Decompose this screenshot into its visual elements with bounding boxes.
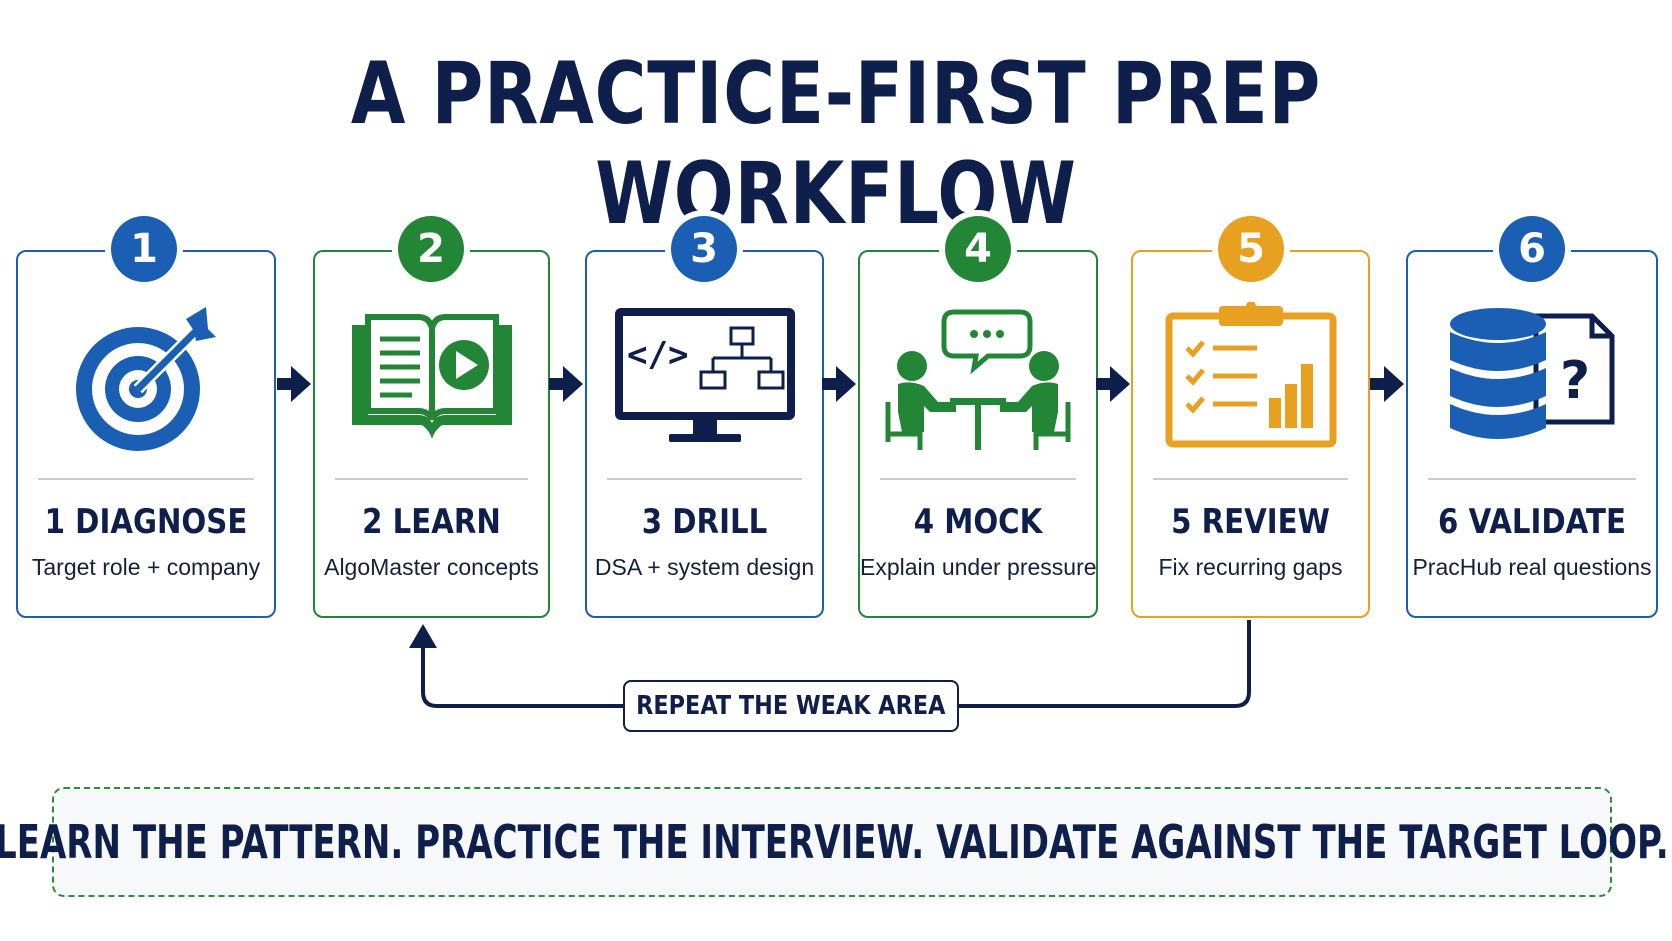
card-divider	[880, 478, 1076, 480]
card-divider	[1153, 478, 1348, 480]
step-number-badge: 5	[1218, 216, 1284, 282]
step-subtitle: Explain under pressure	[860, 554, 1097, 580]
arrow-right-icon	[822, 366, 856, 402]
step-subtitle: DSA + system design	[594, 554, 815, 580]
step-number-badge: 2	[398, 216, 464, 282]
arrow-right-icon	[1370, 366, 1404, 402]
step-title: 2 LEARN	[362, 502, 501, 542]
step-card-drill: </> 3 DRILL DSA + system design	[585, 250, 824, 618]
step-subtitle: Target role + company	[31, 554, 261, 580]
card-divider	[335, 478, 528, 480]
database-question-icon: ?	[1408, 292, 1656, 462]
step-title: 6 VALIDATE	[1438, 502, 1626, 542]
step-card-diagnose: 1 DIAGNOSE Target role + company	[16, 250, 276, 618]
arrow-right-icon	[1096, 366, 1130, 402]
interview-icon	[860, 292, 1096, 462]
step-card-learn: 2 LEARN AlgoMaster concepts	[313, 250, 550, 618]
arrow-right-icon	[277, 366, 311, 402]
card-divider	[38, 478, 254, 480]
step-title: 3 DRILL	[641, 502, 768, 542]
repeat-loop-label: REPEAT THE WEAK AREA	[623, 680, 959, 732]
step-subtitle: Fix recurring gaps	[1158, 554, 1343, 580]
step-number-badge: 4	[945, 216, 1011, 282]
svg-text:?: ?	[1560, 351, 1590, 411]
step-title: 4 MOCK	[913, 502, 1043, 542]
step-subtitle: PracHub real questions	[1412, 554, 1652, 580]
target-icon	[18, 292, 274, 462]
step-number-badge: 6	[1499, 216, 1565, 282]
step-subtitle: AlgoMaster concepts	[324, 554, 539, 580]
step-card-validate: ? 6 VALIDATE PracHub real questions	[1406, 250, 1658, 618]
card-divider	[1428, 478, 1636, 480]
step-number-badge: 3	[671, 216, 737, 282]
page-title: A PRACTICE-FIRST PREP WORKFLOW	[350, 44, 1322, 244]
step-number-badge: 1	[111, 216, 177, 282]
summary-text: LEARN THE PATTERN. PRACTICE THE INTERVIE…	[0, 815, 1669, 869]
summary-banner: LEARN THE PATTERN. PRACTICE THE INTERVIE…	[0, 787, 1669, 897]
svg-text:</>: </>	[627, 335, 688, 375]
step-title: 5 REVIEW	[1171, 502, 1330, 542]
step-card-review: 5 REVIEW Fix recurring gaps	[1131, 250, 1370, 618]
monitor-code-icon: </>	[587, 292, 822, 462]
clipboard-chart-icon	[1133, 292, 1368, 462]
step-title: 1 DIAGNOSE	[44, 502, 248, 542]
arrow-right-icon	[549, 366, 583, 402]
repeat-loop-text: REPEAT THE WEAK AREA	[636, 691, 946, 721]
book-play-icon	[315, 292, 548, 462]
card-divider	[607, 478, 802, 480]
